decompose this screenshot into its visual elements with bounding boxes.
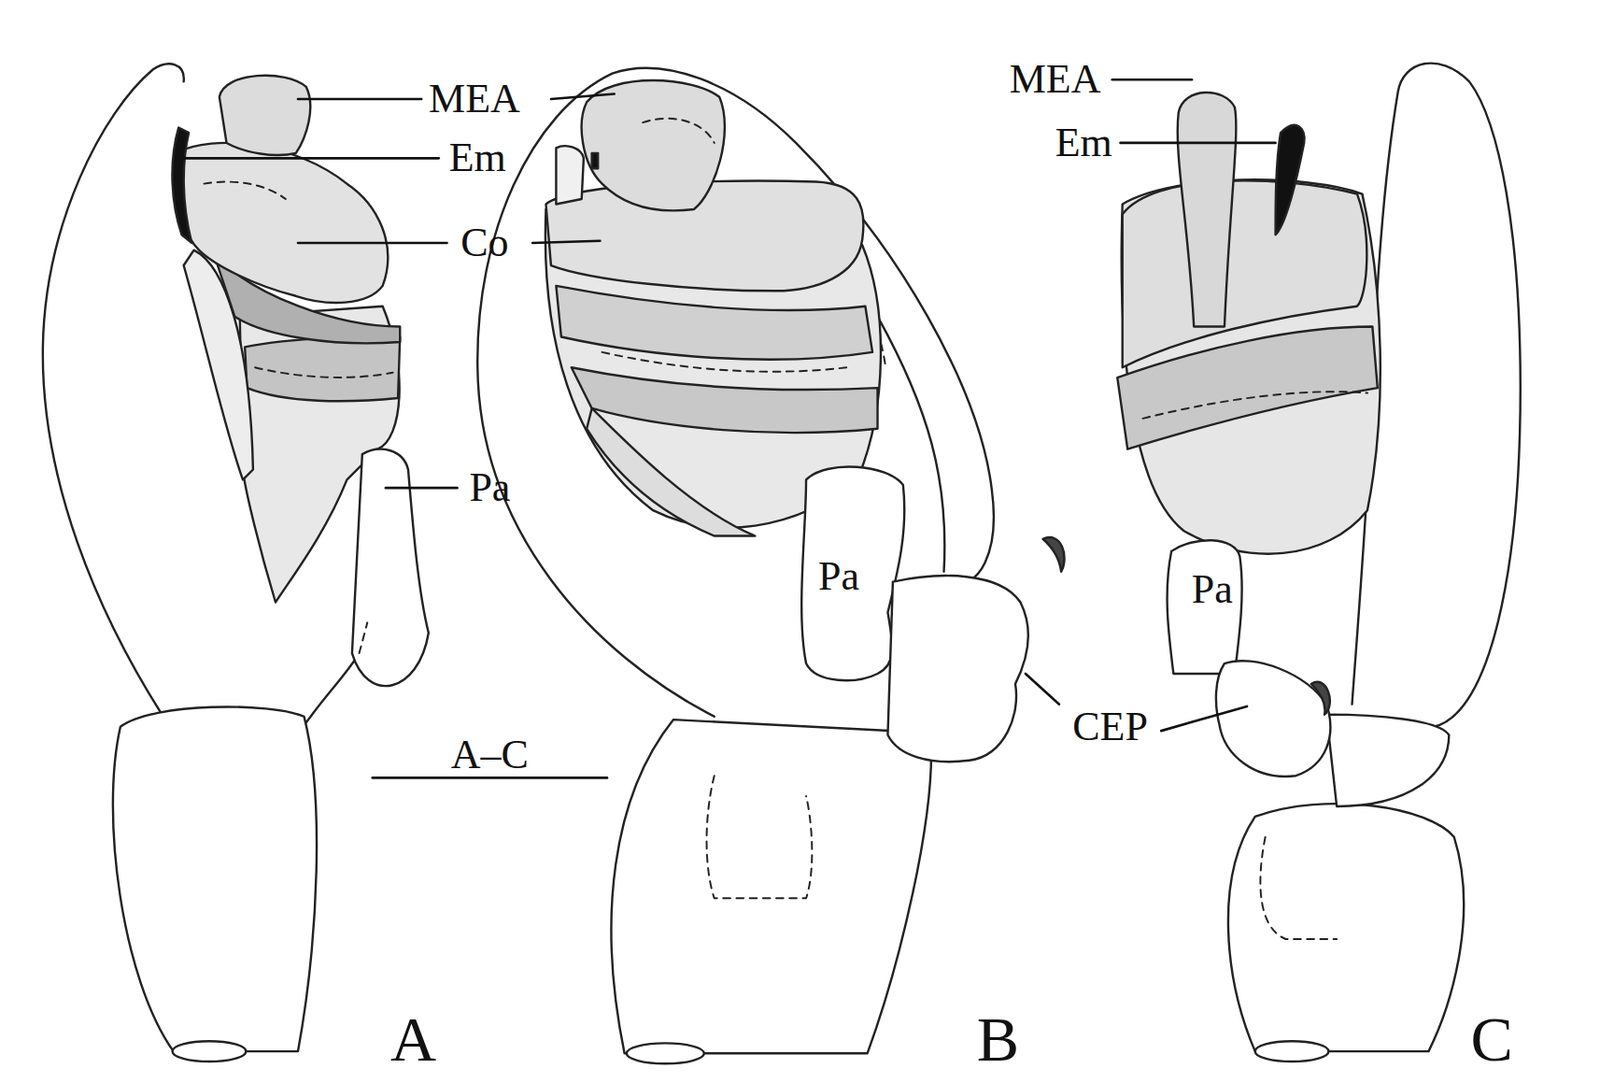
part-label: Pa xyxy=(1191,568,1233,610)
part-label: Co xyxy=(460,222,509,264)
part-label: Em xyxy=(1055,122,1113,164)
panel-c-drawing xyxy=(1117,63,1521,1062)
scale-bar xyxy=(372,776,608,779)
leader-lines xyxy=(175,79,1276,778)
part-label: CEP xyxy=(1072,706,1148,748)
panel-b-drawing xyxy=(477,68,1064,1063)
part-label: Em xyxy=(449,137,507,179)
panel-a-drawing xyxy=(42,63,429,1062)
part-label: MEA xyxy=(428,78,521,120)
panel-letter: B xyxy=(976,1006,1020,1071)
panel-letter: A xyxy=(390,1006,437,1071)
scale-label: A–C xyxy=(451,734,529,776)
part-label: Pa xyxy=(818,555,860,597)
part-label: Pa xyxy=(468,467,510,509)
panel-letter: C xyxy=(1471,1006,1514,1071)
part-label: MEA xyxy=(1009,58,1102,100)
